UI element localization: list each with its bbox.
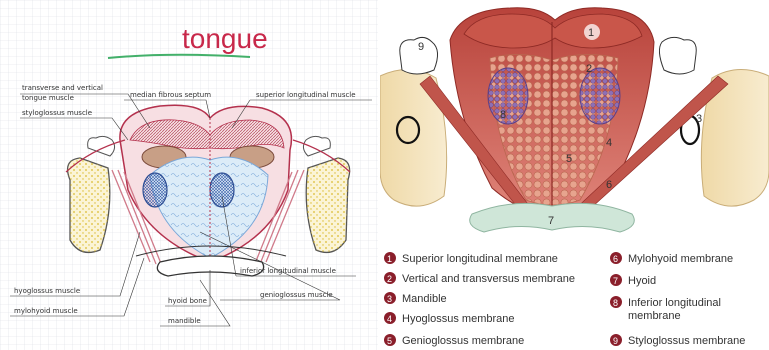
legend-num-4: 4 <box>387 314 392 324</box>
tongue-illustration: 1 2 3 4 5 6 7 8 9 1 Superior longitudina… <box>380 0 769 350</box>
legend-num-2: 2 <box>387 274 392 284</box>
left-diagram-panel: tongue transverse and v <box>0 0 378 350</box>
label-hyoglossus: hyoglossus muscle <box>14 287 80 295</box>
marker-6: 6 <box>606 179 612 191</box>
label-transverse-vertical-2: tongue muscle <box>22 94 74 102</box>
marker-7: 7 <box>548 215 554 227</box>
legend-num-6: 6 <box>613 254 618 264</box>
label-mandible: mandible <box>168 317 201 325</box>
label-mylohyoid: mylohyoid muscle <box>14 307 78 315</box>
left-inferior-longitudinal <box>488 68 528 124</box>
legend-num-1: 1 <box>387 254 392 264</box>
marker-8: 8 <box>500 109 506 121</box>
right-diagram-panel: 1 2 3 4 5 6 7 8 9 1 Superior longitudina… <box>380 0 769 350</box>
legend-label-8-line2: membrane <box>628 310 681 322</box>
legend-num-3: 3 <box>387 294 392 304</box>
legend-label-2: Vertical and transversus membrane <box>402 273 575 285</box>
label-superior-longitudinal: superior longitudinal muscle <box>256 91 356 99</box>
left-inferior-longitudinal <box>143 173 167 207</box>
legend-num-7: 7 <box>613 276 618 286</box>
marker-3: 3 <box>696 113 702 125</box>
right-tooth <box>659 37 696 74</box>
legend-label-8-line1: Inferior longitudinal <box>628 297 721 309</box>
label-genioglossus: genioglossus muscle <box>260 291 333 299</box>
legend-label-1: Superior longitudinal membrane <box>402 253 558 265</box>
label-transverse-vertical-1: transverse and vertical <box>22 84 103 92</box>
sketch-title: tongue <box>182 23 268 54</box>
legend-label-3: Mandible <box>402 293 447 305</box>
label-hyoid-bone: hyoid bone <box>168 297 207 305</box>
marker-2: 2 <box>586 63 592 75</box>
tongue-sketch: tongue transverse and v <box>0 0 378 350</box>
marker-5: 5 <box>566 153 572 165</box>
legend-num-8: 8 <box>613 298 618 308</box>
right-inferior-longitudinal <box>210 173 234 207</box>
legend-num-5: 5 <box>387 336 392 346</box>
marker-1: 1 <box>588 27 594 39</box>
label-median-septum: median fibrous septum <box>130 91 211 99</box>
legend-label-7: Hyoid <box>628 275 656 287</box>
legend-label-6: Mylohyoid membrane <box>628 253 733 265</box>
label-styloglossus: styloglossus muscle <box>22 109 92 117</box>
right-mandible-texture <box>306 158 349 252</box>
legend-num-9: 9 <box>613 336 618 346</box>
legend-label-4: Hyoglossus membrane <box>402 313 515 325</box>
right-inferior-longitudinal <box>580 68 620 124</box>
marker-4: 4 <box>606 137 612 149</box>
legend-label-9: Styloglossus membrane <box>628 335 745 347</box>
legend-label-5: Genioglossus membrane <box>402 335 524 347</box>
label-inferior-longitudinal: inferior longitudinal muscle <box>240 267 336 275</box>
left-mandible-texture <box>68 158 110 252</box>
marker-9: 9 <box>418 41 424 53</box>
